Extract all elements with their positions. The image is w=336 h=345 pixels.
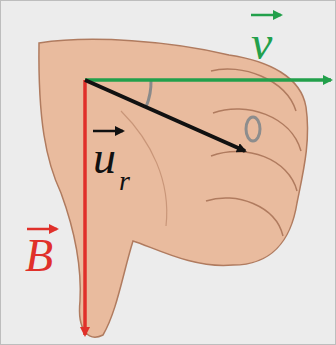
subscript-symbol: r: [119, 167, 130, 195]
unit-vector-symbol: u: [93, 135, 116, 181]
velocity-symbol: v: [251, 19, 272, 67]
field-symbol: B: [25, 233, 53, 279]
